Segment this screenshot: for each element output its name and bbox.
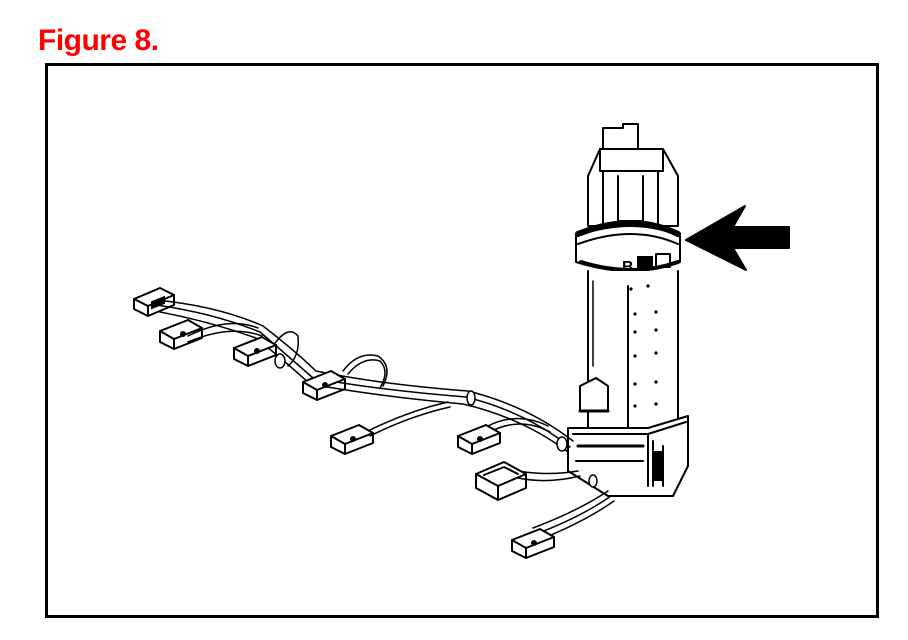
connector-housing: B <box>567 123 689 497</box>
plug-connector <box>159 319 203 350</box>
plug-connector <box>511 528 555 559</box>
figure-title: Figure 8. <box>38 24 159 57</box>
figure-frame: B <box>45 63 879 618</box>
plug-connector <box>457 424 501 455</box>
plug-connector <box>302 370 346 401</box>
plug-connector <box>475 461 527 501</box>
plug-connector <box>233 336 277 367</box>
wire-bundle <box>155 299 615 541</box>
arrow-left-icon <box>685 205 790 271</box>
harness-illustration: B <box>133 123 790 559</box>
connector-plugs <box>133 287 555 559</box>
plug-connector <box>133 287 175 317</box>
plug-connector <box>330 424 374 455</box>
housing-marking: B <box>622 259 634 276</box>
